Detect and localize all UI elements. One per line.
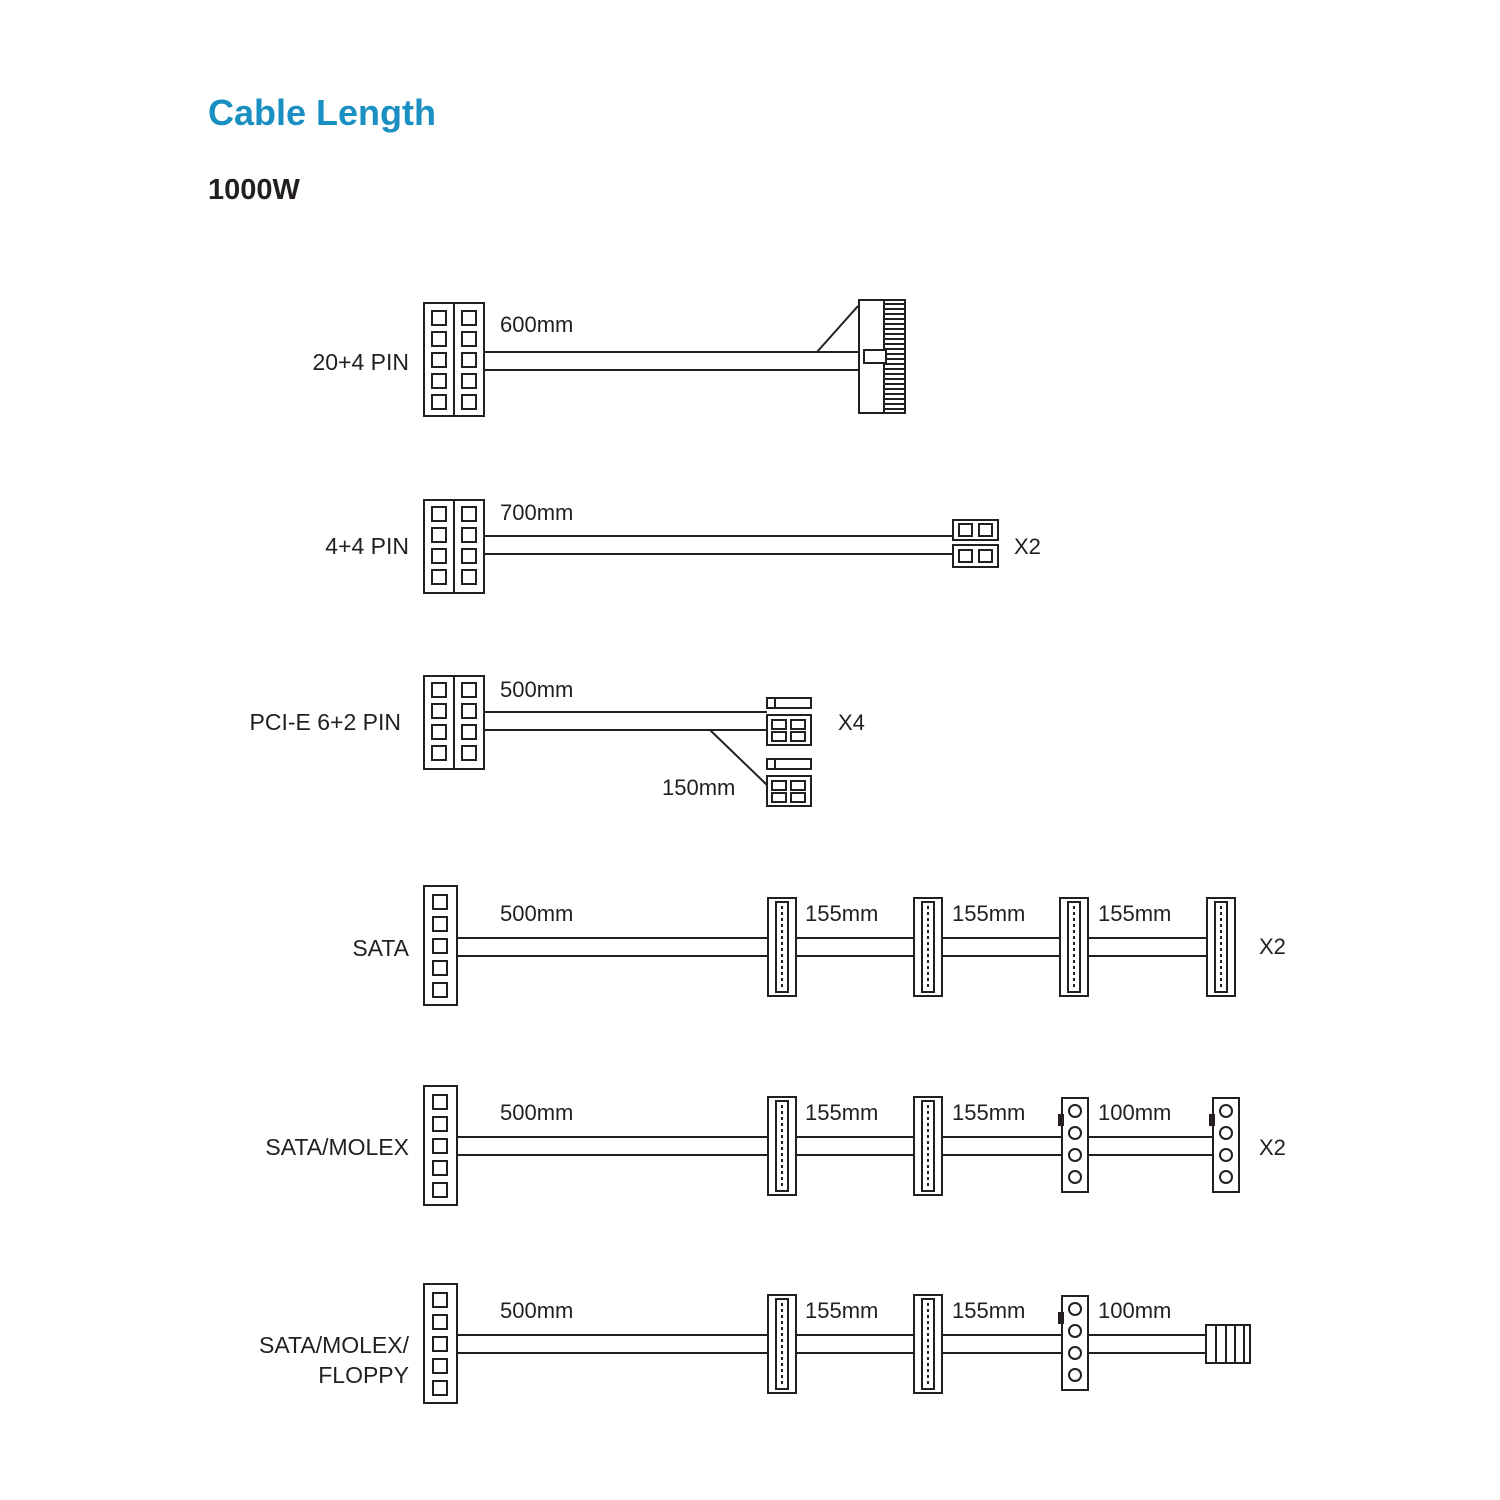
- length-label: 155mm: [1098, 901, 1171, 926]
- length-label: 600mm: [500, 312, 573, 337]
- quantity-label: X2: [1259, 1135, 1286, 1160]
- sata-connector: [913, 897, 943, 997]
- length-label: 500mm: [500, 901, 573, 926]
- cable-wire: [484, 305, 860, 371]
- sata-connector: [913, 1096, 943, 1196]
- length-label: 100mm: [1098, 1298, 1171, 1323]
- length-label: 155mm: [952, 901, 1025, 926]
- molex-connector: [1209, 1097, 1240, 1193]
- pcie-6-2-connector-main: [766, 697, 812, 746]
- quantity-label: X2: [1014, 534, 1041, 559]
- pcie-6-2-connector-daisy: [766, 758, 812, 807]
- cable-sata: [423, 885, 1236, 1006]
- sata-connector: [767, 897, 797, 997]
- cable-name-sata: SATA: [352, 935, 409, 961]
- length-label: 155mm: [952, 1298, 1025, 1323]
- cable-sata-molex: [423, 1085, 1240, 1206]
- cable-wire: [457, 937, 1207, 957]
- molex-connector: [1058, 1295, 1089, 1391]
- sata-connector: [767, 1096, 797, 1196]
- length-label: 100mm: [1098, 1100, 1171, 1125]
- sata-connector: [767, 1294, 797, 1394]
- length-label: 155mm: [805, 1298, 878, 1323]
- quantity-label: X2: [1259, 934, 1286, 959]
- cable-pcie-6-2-pin: [423, 675, 812, 807]
- cpu-4-4-connector: [952, 519, 999, 568]
- cable-name-sata-molex-floppy-line2: FLOPPY: [318, 1362, 409, 1388]
- psu-connector-5pin: [423, 1283, 458, 1404]
- psu-connector-8pin: [423, 675, 485, 770]
- psu-connector-10pin: [423, 302, 485, 417]
- cable-wire: [457, 1136, 1213, 1156]
- molex-connector: [1058, 1097, 1089, 1193]
- cable-wire: [484, 535, 953, 555]
- cable-4-4-pin: [423, 499, 999, 594]
- length-label: 150mm: [662, 775, 735, 800]
- cable-name-4-4-pin: 4+4 PIN: [325, 533, 409, 559]
- page-title: Cable Length: [208, 92, 437, 133]
- length-label: 700mm: [500, 500, 573, 525]
- sata-connector: [1206, 897, 1236, 997]
- atx-24pin-connector: [858, 299, 906, 414]
- quantity-labels: X2 X4 X2 X2: [838, 534, 1286, 1160]
- length-label: 500mm: [500, 1298, 573, 1323]
- psu-connector-8pin: [423, 499, 485, 594]
- length-label: 155mm: [952, 1100, 1025, 1125]
- cable-sata-molex-floppy: [423, 1283, 1251, 1404]
- length-labels: 600mm 700mm 500mm 150mm 500mm 155mm 155m…: [500, 312, 1171, 1323]
- psu-connector-5pin: [423, 885, 458, 1006]
- cable-wire: [457, 1334, 1206, 1354]
- cable-name-20-4-pin: 20+4 PIN: [312, 349, 409, 375]
- length-label: 155mm: [805, 1100, 878, 1125]
- floppy-connector: [1205, 1324, 1251, 1364]
- quantity-label: X4: [838, 710, 865, 735]
- cable-name-sata-molex: SATA/MOLEX: [265, 1134, 409, 1160]
- cable-name-sata-molex-floppy-line1: SATA/MOLEX/: [259, 1332, 410, 1358]
- length-label: 500mm: [500, 677, 573, 702]
- cable-wire: [484, 711, 768, 786]
- cable-20-4-pin: [423, 299, 906, 417]
- cable-labels: 20+4 PIN 4+4 PIN PCI-E 6+2 PIN SATA SATA…: [250, 349, 410, 1388]
- sata-connector: [1059, 897, 1089, 997]
- sata-connector: [913, 1294, 943, 1394]
- wattage-heading: 1000W: [208, 174, 300, 206]
- length-label: 500mm: [500, 1100, 573, 1125]
- length-label: 155mm: [805, 901, 878, 926]
- cable-name-pcie: PCI-E 6+2 PIN: [250, 709, 401, 735]
- psu-connector-5pin: [423, 1085, 458, 1206]
